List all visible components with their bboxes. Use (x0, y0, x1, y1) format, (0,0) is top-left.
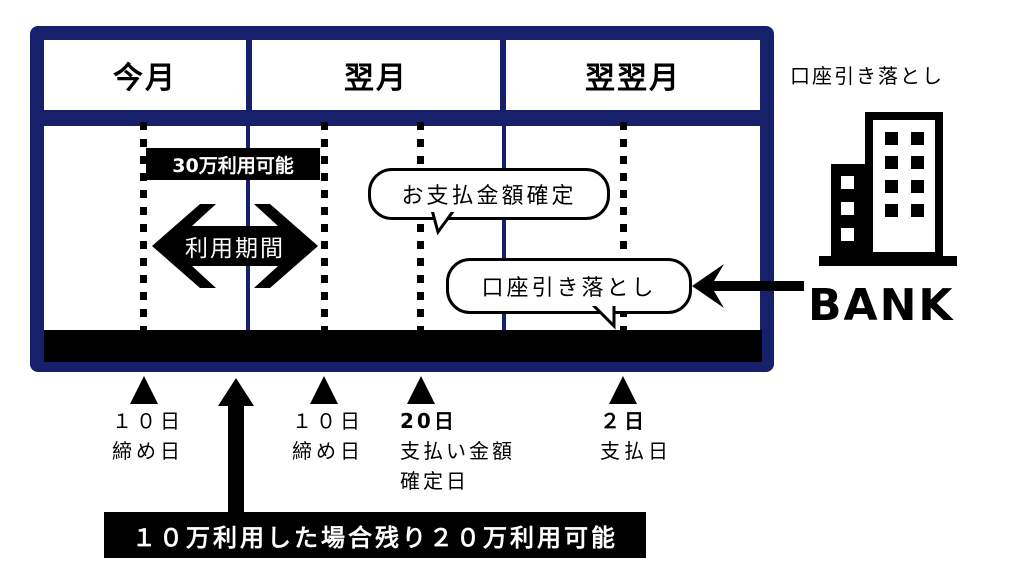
payment-date-marker-line (620, 122, 627, 330)
tick-caption: 締め日 (112, 439, 184, 463)
account-debit-title: 口座引き落とし (790, 60, 944, 89)
tick-caption-line3: 確定日 (400, 469, 469, 493)
debit-arrow-left (692, 264, 804, 308)
bubble-tail (430, 210, 458, 236)
credit-limit-text: 30万利用可能 (172, 154, 294, 177)
tick-label-payment: ２日 支払日 (600, 406, 672, 466)
double-arrow-shape (152, 204, 318, 288)
amount-fixed-triangle (407, 376, 435, 404)
bubble-tail (590, 304, 618, 330)
closing-date-marker-line (321, 122, 328, 330)
month-divider (502, 126, 506, 334)
usage-period-text: 利用期間 (185, 236, 285, 262)
usage-period-label: 利用期間 (170, 228, 300, 264)
account-debit-bubble: 口座引き落とし (446, 258, 692, 314)
bank-label: BANK (808, 280, 955, 331)
usage-point-up-arrow (218, 378, 254, 514)
tick-caption: 締め日 (292, 439, 364, 463)
closing-date-marker-line (140, 122, 147, 330)
header-month-after-next-label: 翌翌月 (585, 61, 681, 96)
tick-caption: 支払日 (600, 439, 672, 463)
account-debit-bubble-text: 口座引き落とし (481, 276, 657, 301)
bank-building-icon (819, 112, 957, 266)
amount-fixed-marker-line (417, 122, 424, 330)
usage-period-double-arrow (152, 204, 318, 288)
tick-caption: 支払い金額 (400, 439, 515, 463)
tick-date: １０日 (112, 409, 184, 433)
header-this-month: 今月 (44, 40, 246, 110)
tick-date: １０日 (292, 409, 364, 433)
tick-label-closing-2: １０日 締め日 (292, 406, 364, 466)
amount-fixed-bubble: お支払金額確定 (368, 168, 610, 220)
header-this-month-label: 今月 (113, 61, 177, 96)
tick-label-amount-fixed: 20日 支払い金額 確定日 (400, 406, 515, 496)
account-debit-title-text: 口座引き落とし (790, 64, 944, 88)
amount-fixed-text: お支払金額確定 (401, 184, 577, 209)
closing-date-triangle (130, 376, 158, 404)
closing-date-triangle (310, 376, 338, 404)
credit-limit-label: 30万利用可能 (146, 148, 320, 180)
tick-date: 20日 (400, 409, 457, 433)
payment-date-triangle (609, 376, 637, 404)
timeline-base-bar (44, 330, 762, 362)
remaining-credit-text: １０万利用した場合残り２０万利用可能 (132, 523, 618, 552)
tick-date: ２日 (600, 409, 648, 433)
bank-text: BANK (808, 280, 955, 331)
remaining-credit-label: １０万利用した場合残り２０万利用可能 (104, 512, 646, 558)
header-next-month-label: 翌月 (344, 61, 408, 96)
header-next-month: 翌月 (252, 40, 500, 110)
tick-label-closing-1: １０日 締め日 (112, 406, 184, 466)
header-month-after-next: 翌翌月 (506, 40, 760, 110)
